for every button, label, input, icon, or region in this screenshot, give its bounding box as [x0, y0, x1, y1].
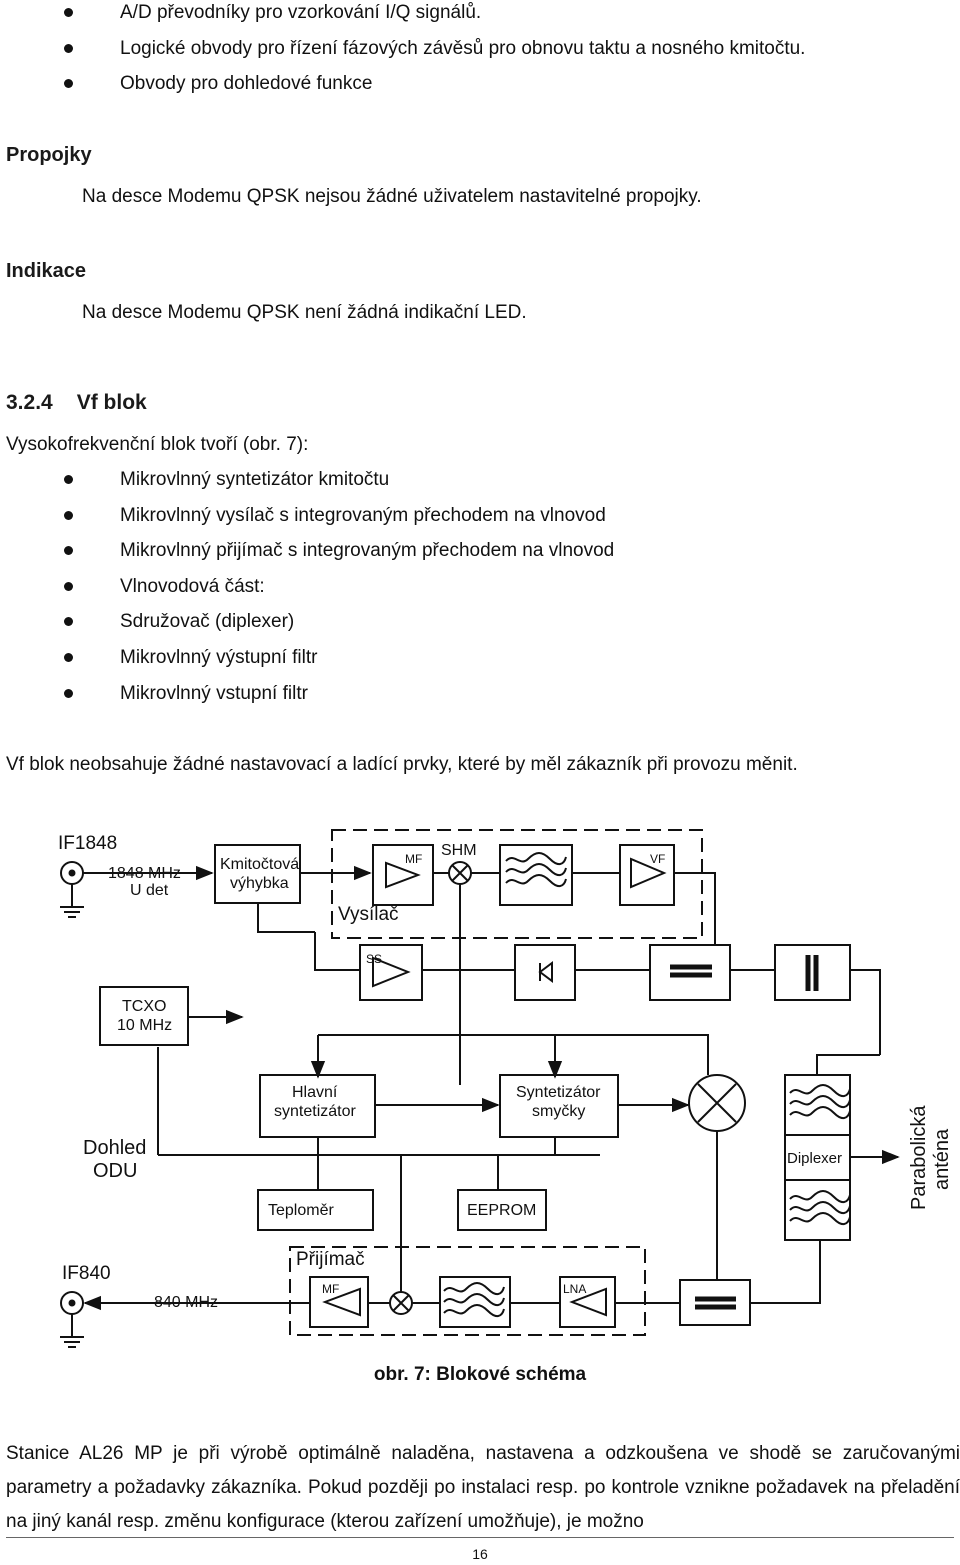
teplomer-block: [257, 1189, 374, 1231]
dohled-label-1: Dohled: [83, 1137, 146, 1159]
section-number: 3.2.4: [6, 391, 53, 414]
section-title: Vf blok: [76, 391, 147, 414]
bullet-icon: [64, 546, 73, 556]
list-item: Mikrovlnný výstupní filtr: [0, 640, 614, 676]
section-heading: 3.2.4 Vf blok: [6, 391, 147, 415]
section-note: Vf blok neobsahuje žádné nastavovací a l…: [6, 754, 798, 775]
hlavni-label-1: Hlavní: [292, 1084, 338, 1101]
list-item-text: Mikrovlnný vstupní filtr: [120, 682, 308, 704]
list-item-text: Mikrovlnný přijímač s integrovaným přech…: [120, 540, 615, 562]
section-bullet-list: Mikrovlnný syntetizátor kmitočtu Mikrovl…: [0, 462, 614, 711]
list-item-text: Vlnovodová část:: [120, 575, 265, 597]
heading-propojky: Propojky: [6, 144, 92, 166]
dohled-label-2: ODU: [93, 1160, 137, 1182]
bullet-icon: [64, 510, 73, 520]
top-bullet-list: A/D převodníky pro vzorkování I/Q signál…: [0, 0, 805, 102]
list-item-text: Logické obvody pro řízení fázových závěs…: [120, 37, 806, 59]
synt-label-2: smyčky: [532, 1103, 585, 1120]
bullet-icon: [64, 475, 73, 484]
vf-label: VF: [650, 852, 665, 866]
kmitoctova-label-1: Kmitočtová: [220, 856, 299, 873]
mf-rx-label: MF: [322, 1282, 339, 1296]
if1848-label: IF1848: [58, 833, 117, 854]
mf-amplifier-tx: [372, 844, 434, 906]
ss-amplifier-block: [359, 944, 423, 1001]
rx-input-filter: [784, 1179, 851, 1241]
prijimac-region: [289, 1246, 646, 1336]
if1848-freq-label: 1848 MHz: [108, 865, 181, 882]
tcxo-label-2: 10 MHz: [117, 1017, 172, 1034]
lna-label: LNA: [563, 1282, 586, 1296]
page-number: 16: [472, 1546, 488, 1562]
coupler-block-rx: [679, 1279, 751, 1326]
bullet-icon: [64, 581, 73, 591]
bullet-icon: [64, 688, 73, 698]
footer-divider: [6, 1537, 954, 1538]
list-item: Mikrovlnný přijímač s integrovaným přech…: [0, 533, 614, 569]
tcxo-block: [99, 986, 189, 1046]
list-item: Vlnovodová část:: [0, 569, 614, 605]
list-item: Sdružovač (diplexer): [0, 604, 614, 640]
detector-diode-block: [514, 944, 576, 1001]
kmitoctova-label-2: výhybka: [230, 875, 289, 892]
mf-tx-label: MF: [405, 852, 422, 866]
list-item-text: Mikrovlnný syntetizátor kmitočtu: [120, 469, 390, 490]
eeprom-label: EEPROM: [467, 1202, 536, 1219]
teplomer-label: Teploměr: [268, 1202, 334, 1219]
coupler-block-1: [649, 944, 731, 1001]
list-item: A/D převodníky pro vzorkování I/Q signál…: [0, 0, 805, 31]
diplexer-label: Diplexer: [787, 1150, 842, 1167]
antenna-label-2: anténa: [931, 1128, 953, 1190]
indikace-text: Na desce Modemu QPSK není žádná indikačn…: [82, 302, 527, 323]
list-item-text: A/D převodníky pro vzorkování I/Q signál…: [120, 2, 482, 23]
list-item-text: Obvody pro dohledové funkce: [120, 73, 373, 95]
bullet-icon: [64, 617, 73, 627]
prijimac-label: Přijímač: [296, 1249, 365, 1270]
if840-freq-label: 840 MHz: [154, 1294, 218, 1311]
bullet-icon: [64, 652, 73, 662]
body-paragraph: Stanice AL26 MP je při výrobě optimálně …: [6, 1443, 960, 1532]
list-item: Obvody pro dohledové funkce: [0, 66, 805, 102]
tcxo-label-1: TCXO: [122, 998, 166, 1015]
block-diagram: IF1848 1848 MHz U det Kmitočtová výhybka…: [58, 829, 953, 1348]
list-item-text: Sdružovač (diplexer): [120, 611, 295, 633]
tx-filter-block: [499, 844, 573, 906]
list-item: Mikrovlnný vysílač s integrovaným přecho…: [0, 498, 614, 534]
propojky-text: Na desce Modemu QPSK nejsou žádné uživat…: [82, 186, 702, 207]
vysilac-region: [331, 829, 703, 939]
synt-label-1: Syntetizátor: [516, 1084, 601, 1101]
if840-label: IF840: [62, 1263, 111, 1284]
list-item-text: Mikrovlnný výstupní filtr: [120, 646, 318, 668]
list-item: Mikrovlnný vstupní filtr: [0, 676, 614, 712]
list-item-text: Mikrovlnný vysílač s integrovaným přecho…: [120, 504, 606, 526]
heading-indikace: Indikace: [6, 260, 87, 282]
kmitoctova-vyhybka-block: [214, 844, 301, 904]
bullet-icon: [64, 8, 73, 17]
vysilac-label: Vysílač: [338, 904, 399, 925]
udet-label: U det: [130, 882, 169, 899]
hlavni-label-2: syntetizátor: [274, 1103, 356, 1120]
bullet-icon: [64, 79, 73, 89]
coupler-block-2: [774, 944, 851, 1001]
bullet-icon: [64, 43, 73, 53]
tx-output-filter: [784, 1074, 851, 1136]
section-intro: Vysokofrekvenční blok tvoří (obr. 7):: [6, 434, 309, 455]
rx-filter-block: [439, 1276, 511, 1328]
antenna-label-1: Parabolická: [908, 1105, 930, 1210]
eeprom-block: [457, 1189, 547, 1231]
shm-label: SHM: [441, 842, 477, 859]
ss-label: SS: [366, 952, 382, 966]
list-item: Logické obvody pro řízení fázových závěs…: [0, 31, 805, 67]
figure-caption: obr. 7: Blokové schéma: [373, 1364, 587, 1385]
list-item: Mikrovlnný syntetizátor kmitočtu: [0, 462, 614, 498]
vf-amplifier-block: [619, 844, 675, 906]
